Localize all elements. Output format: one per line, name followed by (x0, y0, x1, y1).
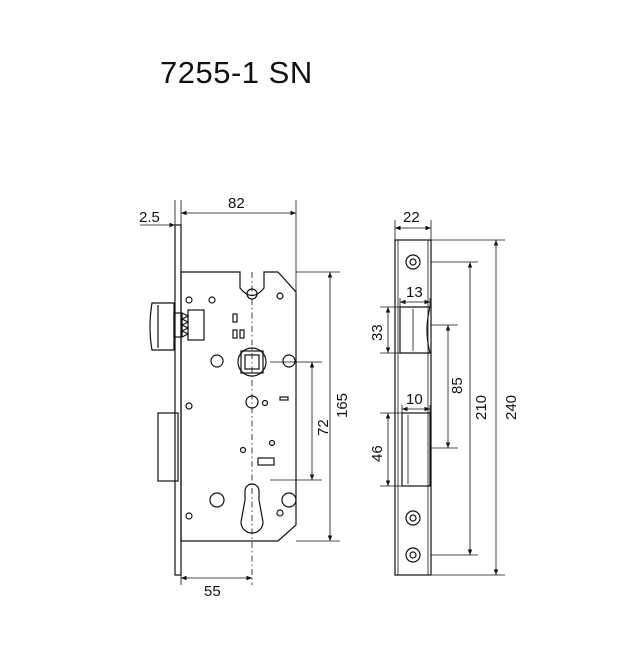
dim-faceplate-length: 240 (503, 395, 520, 420)
slot (279, 396, 289, 401)
cylinder-cutout (240, 483, 264, 534)
slot (232, 329, 238, 339)
mount-hole (210, 354, 224, 368)
dim-case-depth: 82 (228, 195, 245, 212)
deadbolt-opening (401, 412, 431, 487)
lock-body-front-view (149, 224, 297, 585)
dim-faceplate-width: 22 (403, 209, 420, 226)
mount-hole (245, 395, 259, 409)
rivet (208, 296, 216, 304)
rivet (261, 399, 269, 407)
dim-case-height: 165 (334, 393, 351, 418)
mount-hole (209, 492, 225, 508)
slot (257, 457, 275, 466)
dim-latch-height: 33 (369, 324, 386, 341)
dim-backset-offset: 2.5 (139, 209, 160, 226)
front-faceplate (174, 224, 182, 576)
rivet (185, 402, 193, 410)
mount-hole (282, 354, 296, 368)
mount-hole (281, 492, 297, 508)
rivet (268, 439, 276, 447)
rivet (239, 446, 247, 454)
side-dimensions (380, 220, 505, 576)
dim-screw-spacing: 210 (473, 395, 490, 420)
model-title: 7255-1 SN (160, 55, 313, 90)
dim-spindle-to-cylinder: 72 (315, 419, 332, 436)
rivet (185, 512, 193, 520)
rivet (276, 292, 284, 300)
dim-deadbolt-height: 46 (369, 445, 386, 462)
latch-opening (399, 306, 431, 354)
faceplate-side-view (394, 239, 432, 576)
faceplate (394, 239, 432, 576)
lock-case-outline (180, 271, 297, 542)
latch-spring (180, 312, 190, 338)
deadbolt (157, 412, 179, 482)
dim-deadbolt-width: 10 (406, 391, 423, 408)
rivet (276, 509, 284, 517)
dim-latch-to-bolt: 85 (449, 377, 466, 394)
dim-backset: 55 (204, 583, 221, 600)
rivet (185, 296, 193, 304)
spindle-hub (237, 347, 267, 377)
spindle-square-inner (244, 354, 260, 370)
front-dimensions (140, 200, 340, 585)
latch-bolt (149, 302, 175, 351)
spindle-square (240, 350, 264, 374)
top-hole (246, 288, 258, 300)
dim-latch-width: 13 (406, 284, 423, 301)
latch-spring-housing (187, 309, 205, 341)
slot (239, 329, 245, 339)
slot (232, 313, 238, 323)
